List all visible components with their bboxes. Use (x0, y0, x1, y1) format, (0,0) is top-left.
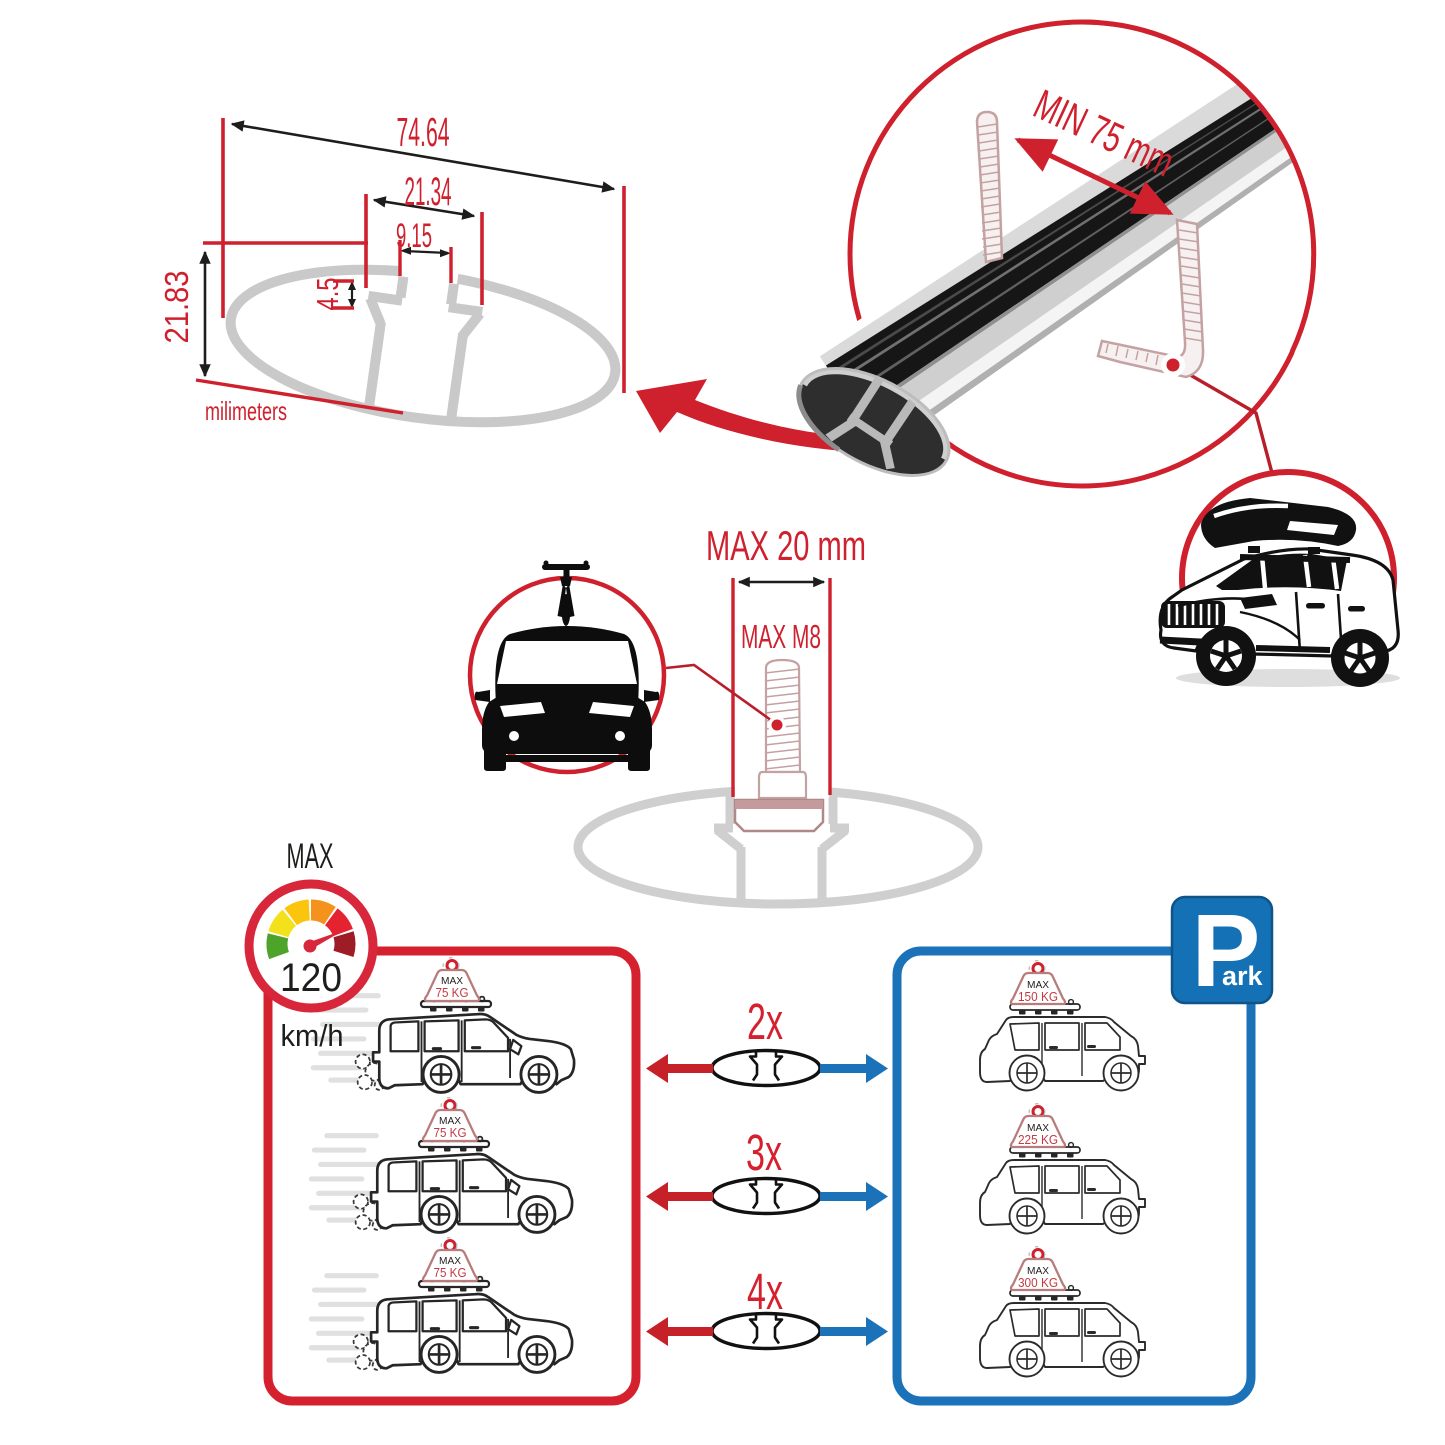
svg-text:74.64: 74.64 (397, 109, 450, 155)
svg-text:21.34: 21.34 (405, 170, 452, 214)
svg-text:225 KG: 225 KG (1018, 1133, 1058, 1147)
svg-text:km/h: km/h (281, 1018, 344, 1053)
svg-text:MAX: MAX (1027, 979, 1049, 991)
svg-text:75 KG: 75 KG (436, 986, 469, 1000)
svg-text:120: 120 (280, 956, 342, 1000)
svg-text:P: P (1192, 893, 1261, 1008)
svg-text:75 KG: 75 KG (434, 1126, 467, 1140)
svg-text:MAX 20 mm: MAX 20 mm (706, 522, 866, 569)
svg-text:300 KG: 300 KG (1018, 1276, 1058, 1290)
svg-text:9.15: 9.15 (396, 217, 432, 255)
svg-text:MAX: MAX (1027, 1122, 1049, 1134)
svg-text:4x: 4x (747, 1263, 783, 1320)
svg-text:MAX M8: MAX M8 (741, 618, 821, 655)
svg-text:ark: ark (1222, 961, 1264, 991)
svg-text:MAX: MAX (439, 1115, 461, 1127)
svg-text:MAX: MAX (287, 837, 334, 876)
svg-text:MAX: MAX (1027, 1265, 1049, 1277)
svg-text:3x: 3x (746, 1124, 782, 1181)
svg-text:2x: 2x (747, 993, 783, 1050)
svg-text:MAX: MAX (441, 975, 463, 987)
svg-text:150 KG: 150 KG (1018, 990, 1058, 1004)
svg-text:milimeters: milimeters (205, 396, 287, 426)
svg-text:21.83: 21.83 (158, 271, 195, 344)
svg-text:4.5: 4.5 (310, 278, 345, 311)
svg-text:MAX: MAX (439, 1255, 461, 1267)
svg-text:75 KG: 75 KG (434, 1266, 467, 1280)
